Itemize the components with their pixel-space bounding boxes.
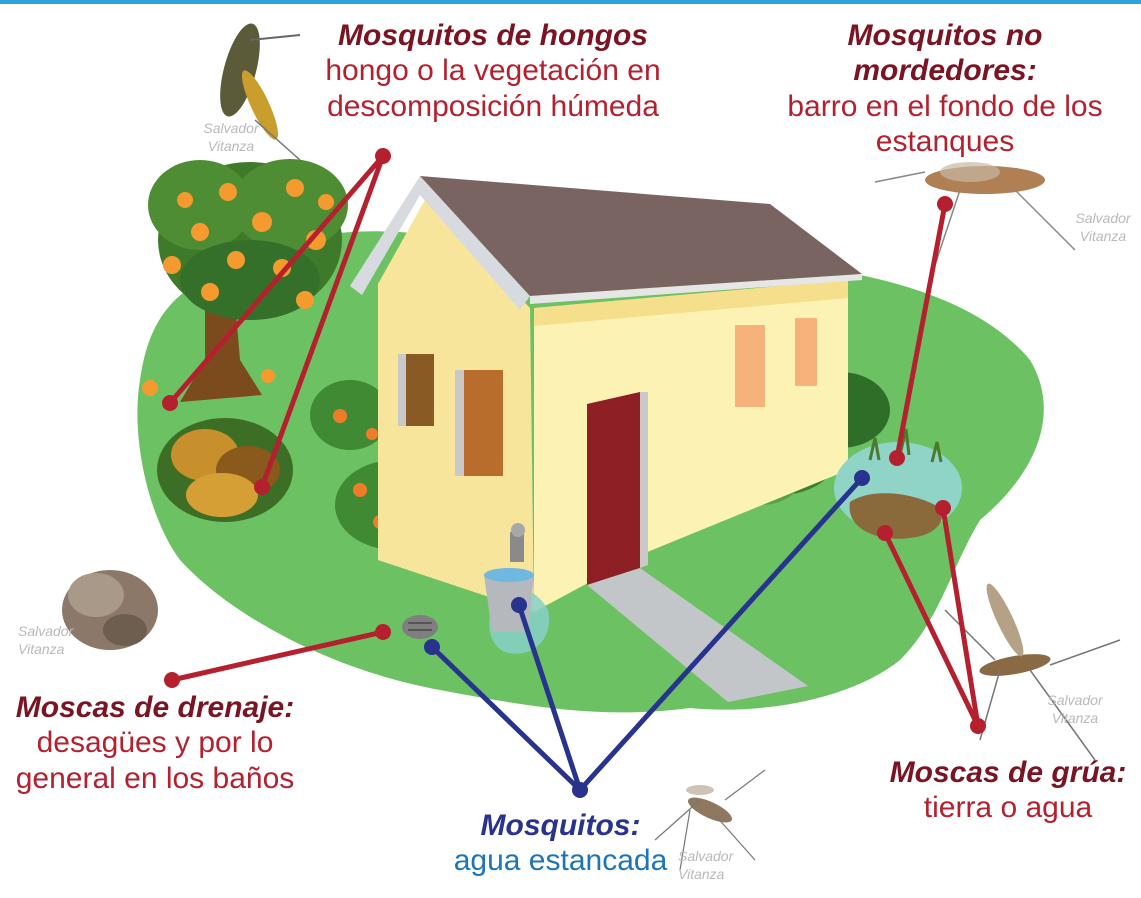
- pointer-mosquito-bucket: [516, 602, 583, 793]
- pointer-mosquito-pond: [577, 475, 865, 793]
- drain-fly-photo: [62, 570, 158, 650]
- pointer-midge-pond: [894, 201, 948, 461]
- credit-mosquito: Salvador Vitanza: [678, 848, 734, 882]
- pointer-fungus-shrub: [259, 153, 386, 490]
- credit-midge: Salvador Vitanza: [1075, 210, 1131, 244]
- credit-drain-fly: Salvador Vitanza: [18, 623, 74, 657]
- crane-fly-photo: [944, 583, 1121, 761]
- fungus-gnat-photo: [220, 23, 301, 161]
- label-fungus-gnats: Mosquitos de hongos hongo o la vegetació…: [318, 18, 668, 124]
- pond-illustration: [834, 428, 962, 539]
- label-crane-flies-title: Moscas de grúa:: [889, 756, 1127, 789]
- blue-pointer-dots: [424, 470, 870, 798]
- label-drain-flies-title: Moscas de drenaje:: [15, 691, 295, 724]
- label-non-biting-midges-desc: barro en el fondo de los estanques: [787, 89, 1103, 159]
- label-crane-flies: Moscas de grúa: tierra o agua: [888, 755, 1128, 826]
- label-drain-flies: Moscas de drenaje: desagües y por lo gen…: [5, 690, 305, 796]
- label-drain-flies-desc: desagües y por lo general en los baños: [15, 726, 295, 795]
- label-mosquitoes-title: Mosquitos:: [480, 809, 641, 842]
- red-pointer-dots: [162, 148, 986, 734]
- mosquito-photo: [654, 769, 766, 871]
- label-fungus-gnats-desc: hongo o la vegetación en descomposición …: [325, 54, 661, 123]
- label-fungus-gnats-title: Mosquitos de hongos: [338, 19, 648, 52]
- house-illustration: [350, 176, 862, 612]
- top-rule: [0, 0, 1141, 4]
- red-pointer-lines: [167, 153, 981, 729]
- pointer-crane-left: [882, 530, 981, 729]
- label-mosquitoes: Mosquitos: agua estancada: [438, 808, 683, 879]
- label-crane-flies-desc: tierra o agua: [923, 791, 1093, 825]
- sidewalk: [587, 568, 808, 702]
- label-mosquitoes-desc: agua estancada: [453, 844, 668, 878]
- credit-crane-fly: Salvador Vitanza: [1047, 692, 1103, 726]
- label-non-biting-midges-title: Mosquitos no mordedores:: [847, 19, 1043, 88]
- orange-tree-illustration: [142, 159, 348, 402]
- pointer-drain-fly: [169, 629, 386, 683]
- label-non-biting-midges: Mosquitos no mordedores: barro en el fon…: [760, 18, 1130, 160]
- blue-pointer-lines: [429, 475, 865, 793]
- drain-illustration: [402, 615, 438, 639]
- pointer-crane-right: [940, 505, 981, 729]
- shrub-illustration: [157, 418, 293, 522]
- pointer-mosquito-drain: [429, 644, 583, 793]
- non-biting-midge-photo: [874, 162, 1076, 266]
- pointer-fungus-tree: [167, 153, 386, 406]
- credit-fungus-gnat: Salvador Vitanza: [203, 120, 259, 154]
